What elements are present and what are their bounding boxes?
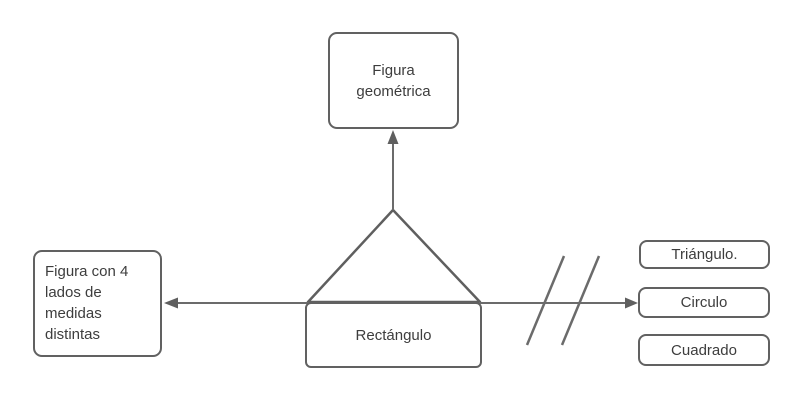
node-triangulo-label: Triángulo. (671, 246, 738, 263)
node-figura-4-lados-label: Figura con 4 lados de medidas distintas (45, 263, 129, 343)
node-triangulo: Triángulo. (639, 240, 770, 269)
node-circulo-label: Circulo (680, 294, 728, 311)
triangle-shape (306, 208, 482, 304)
node-cuadrado: Cuadrado (638, 334, 770, 366)
node-rectangulo-label: Rectángulo (355, 326, 432, 344)
node-figura-4-lados: Figura con 4 lados de medidas distintas (33, 250, 162, 357)
arrow-up-head-icon (387, 130, 399, 144)
arrow-left-head-icon (164, 297, 178, 309)
node-cuadrado-label: Cuadrado (671, 341, 737, 359)
node-figura-geometrica-label: Figura geométrica (356, 61, 431, 100)
arrow-right-head-icon (625, 297, 638, 309)
node-rectangulo: Rectángulo (305, 302, 482, 368)
negation-slash-1-icon (525, 255, 566, 346)
node-circulo: Circulo (638, 287, 770, 318)
negation-slash-2-icon (560, 255, 601, 346)
node-figura-geometrica: Figura geométrica (328, 32, 459, 129)
